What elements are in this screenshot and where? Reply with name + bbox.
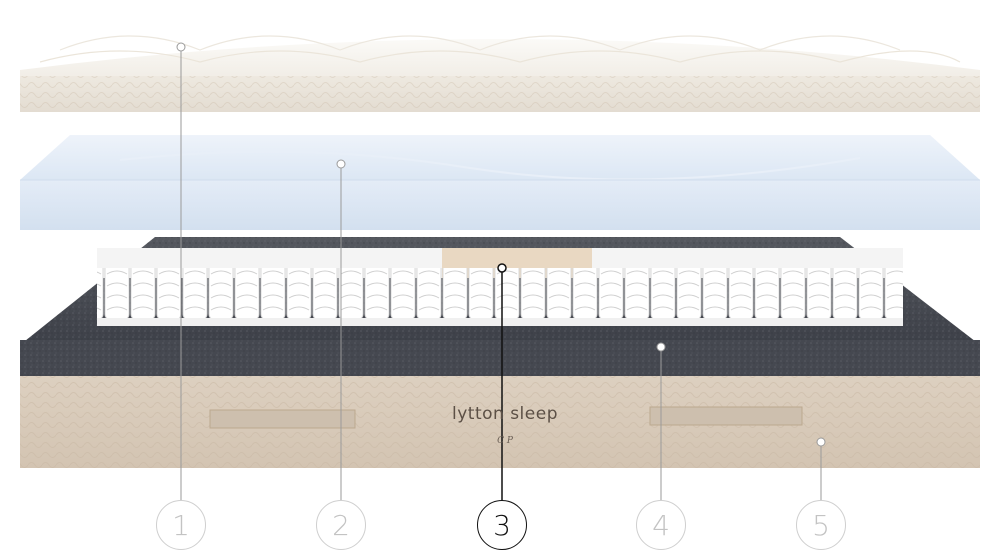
callout-4-button[interactable]: 4 [636, 500, 686, 550]
comfort-foam-layer [20, 135, 980, 230]
left-handle [209, 409, 356, 429]
callout-2-button[interactable]: 2 [316, 500, 366, 550]
topper-layer [20, 35, 980, 112]
brand-label: lytton sleep [452, 404, 558, 424]
callout-5-button[interactable]: 5 [796, 500, 846, 550]
callout-3-button[interactable]: 3 [477, 500, 527, 550]
pocket-springs-layer [97, 248, 903, 326]
right-handle [649, 406, 803, 426]
leader-lines [176, 42, 826, 500]
cover-layer [20, 376, 980, 468]
brand-monogram: C P [497, 436, 513, 446]
callout-1-button[interactable]: 1 [156, 500, 206, 550]
